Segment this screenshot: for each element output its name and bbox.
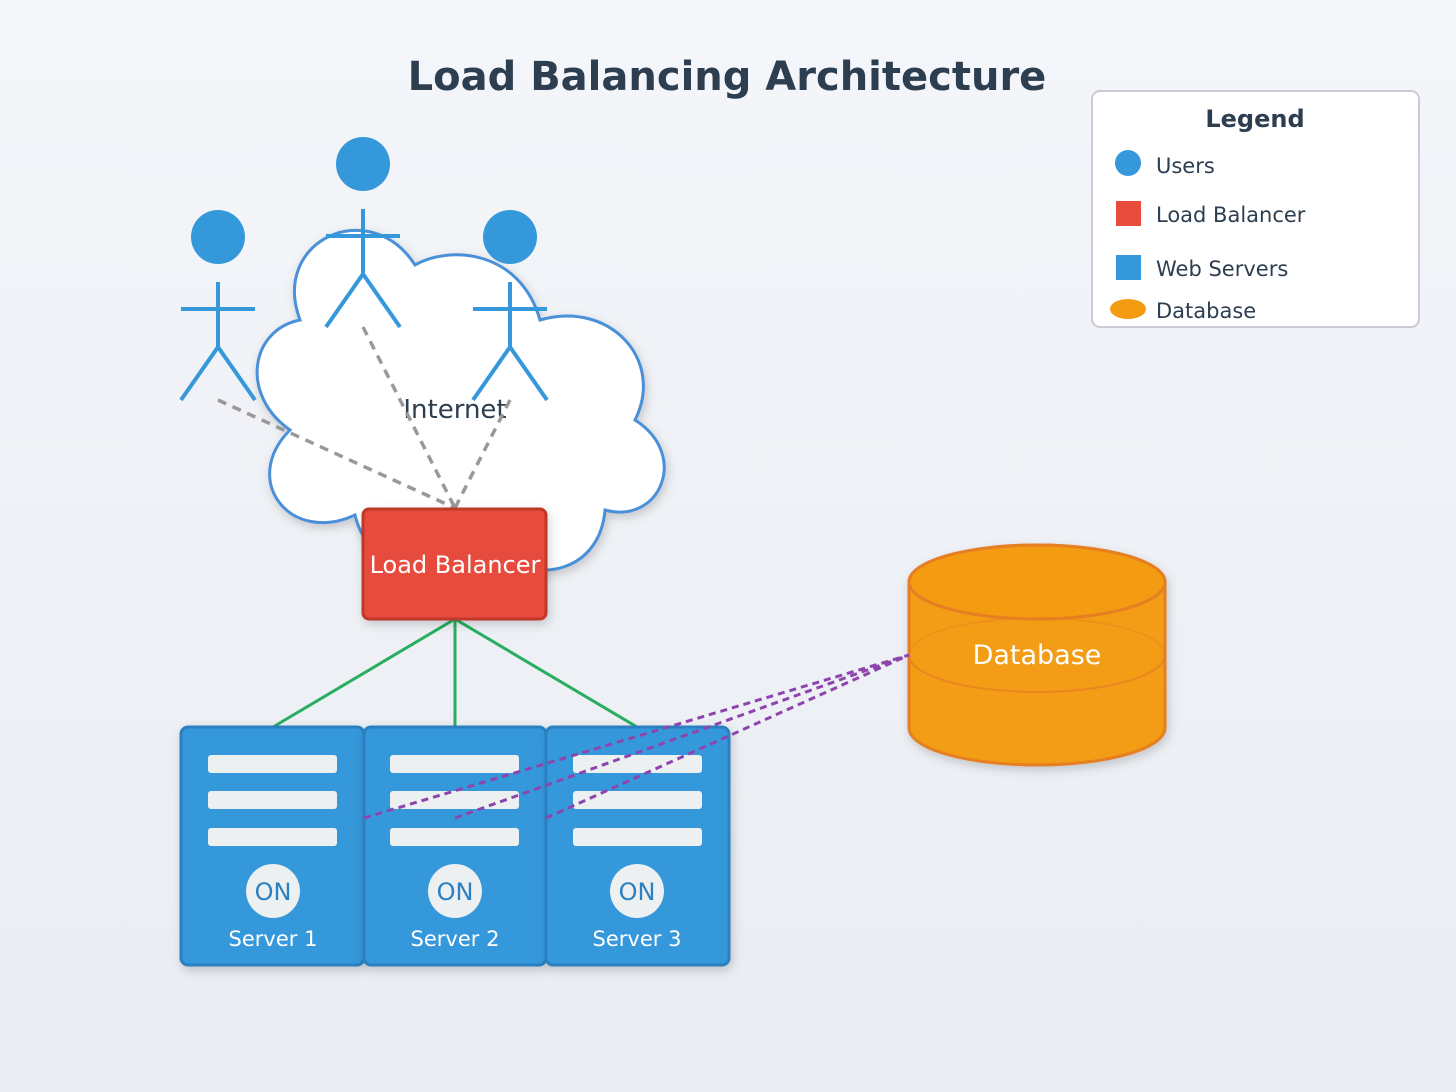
server-1: ON Server 1 bbox=[179, 725, 366, 967]
diagram-title: Load Balancing Architecture bbox=[408, 54, 1047, 100]
user-link-2 bbox=[361, 326, 457, 509]
server-slot bbox=[208, 828, 337, 846]
power-status-indicator bbox=[428, 864, 482, 918]
server-link-3 bbox=[454, 617, 638, 729]
server-slot bbox=[208, 755, 337, 773]
user-figure-3 bbox=[471, 210, 549, 402]
server-slot bbox=[573, 791, 702, 809]
user-head-icon bbox=[336, 137, 390, 191]
user-head-icon bbox=[191, 210, 245, 264]
power-status-indicator bbox=[610, 864, 664, 918]
server-status: ON bbox=[619, 878, 656, 906]
user-head-icon bbox=[483, 210, 537, 264]
database-links bbox=[363, 653, 910, 820]
legend-box bbox=[1091, 90, 1420, 328]
legend-users-swatch bbox=[1115, 150, 1141, 176]
cloud-shape bbox=[255, 228, 666, 577]
database-label: Database bbox=[973, 640, 1102, 671]
server-name: Server 1 bbox=[229, 927, 318, 951]
server-3: ON Server 3 bbox=[544, 725, 731, 967]
server-status: ON bbox=[437, 878, 474, 906]
internet-cloud: Internet bbox=[255, 228, 666, 577]
user-link-1 bbox=[217, 398, 456, 510]
database-band-top bbox=[908, 617, 1166, 656]
server-slot bbox=[573, 755, 702, 773]
legend: Legend Users Load Balancer Web Servers D… bbox=[1091, 90, 1420, 328]
server-slot bbox=[573, 828, 702, 846]
legend-item-database: Database bbox=[1156, 299, 1256, 323]
legend-item-web-servers: Web Servers bbox=[1156, 257, 1288, 281]
server-2: ON Server 2 bbox=[362, 725, 548, 967]
legend-title: Legend bbox=[1205, 105, 1304, 133]
user-figure-1 bbox=[179, 210, 257, 402]
legend-database-swatch bbox=[1110, 299, 1146, 319]
cloud-label: Internet bbox=[403, 395, 506, 425]
database-link-3 bbox=[545, 653, 910, 820]
legend-item-users: Users bbox=[1156, 154, 1215, 178]
server-name: Server 2 bbox=[411, 927, 500, 951]
load-balancer-label: Load Balancer bbox=[370, 551, 541, 579]
legend-web-servers-swatch bbox=[1116, 255, 1141, 280]
legend-item-load-balancer: Load Balancer bbox=[1156, 203, 1306, 227]
database-link-2 bbox=[454, 653, 910, 820]
server-slot bbox=[390, 828, 519, 846]
server-slot bbox=[390, 755, 519, 773]
user-links bbox=[217, 326, 512, 510]
database-top bbox=[907, 543, 1167, 621]
legend-load-balancer-swatch bbox=[1116, 201, 1141, 226]
database-link-1 bbox=[363, 653, 910, 820]
user-link-3 bbox=[453, 399, 512, 509]
load-balancer: Load Balancer bbox=[361, 507, 548, 621]
server-links bbox=[272, 617, 638, 729]
server-slot bbox=[208, 791, 337, 809]
load-balancer-box bbox=[361, 507, 548, 621]
server-slot bbox=[390, 791, 519, 809]
server-status: ON bbox=[255, 878, 292, 906]
server-link-1 bbox=[272, 617, 456, 729]
database-band bbox=[908, 654, 1166, 693]
server-name: Server 3 bbox=[593, 927, 682, 951]
database: Database bbox=[907, 543, 1167, 767]
user-figure-2 bbox=[324, 137, 402, 329]
power-status-indicator bbox=[246, 864, 300, 918]
